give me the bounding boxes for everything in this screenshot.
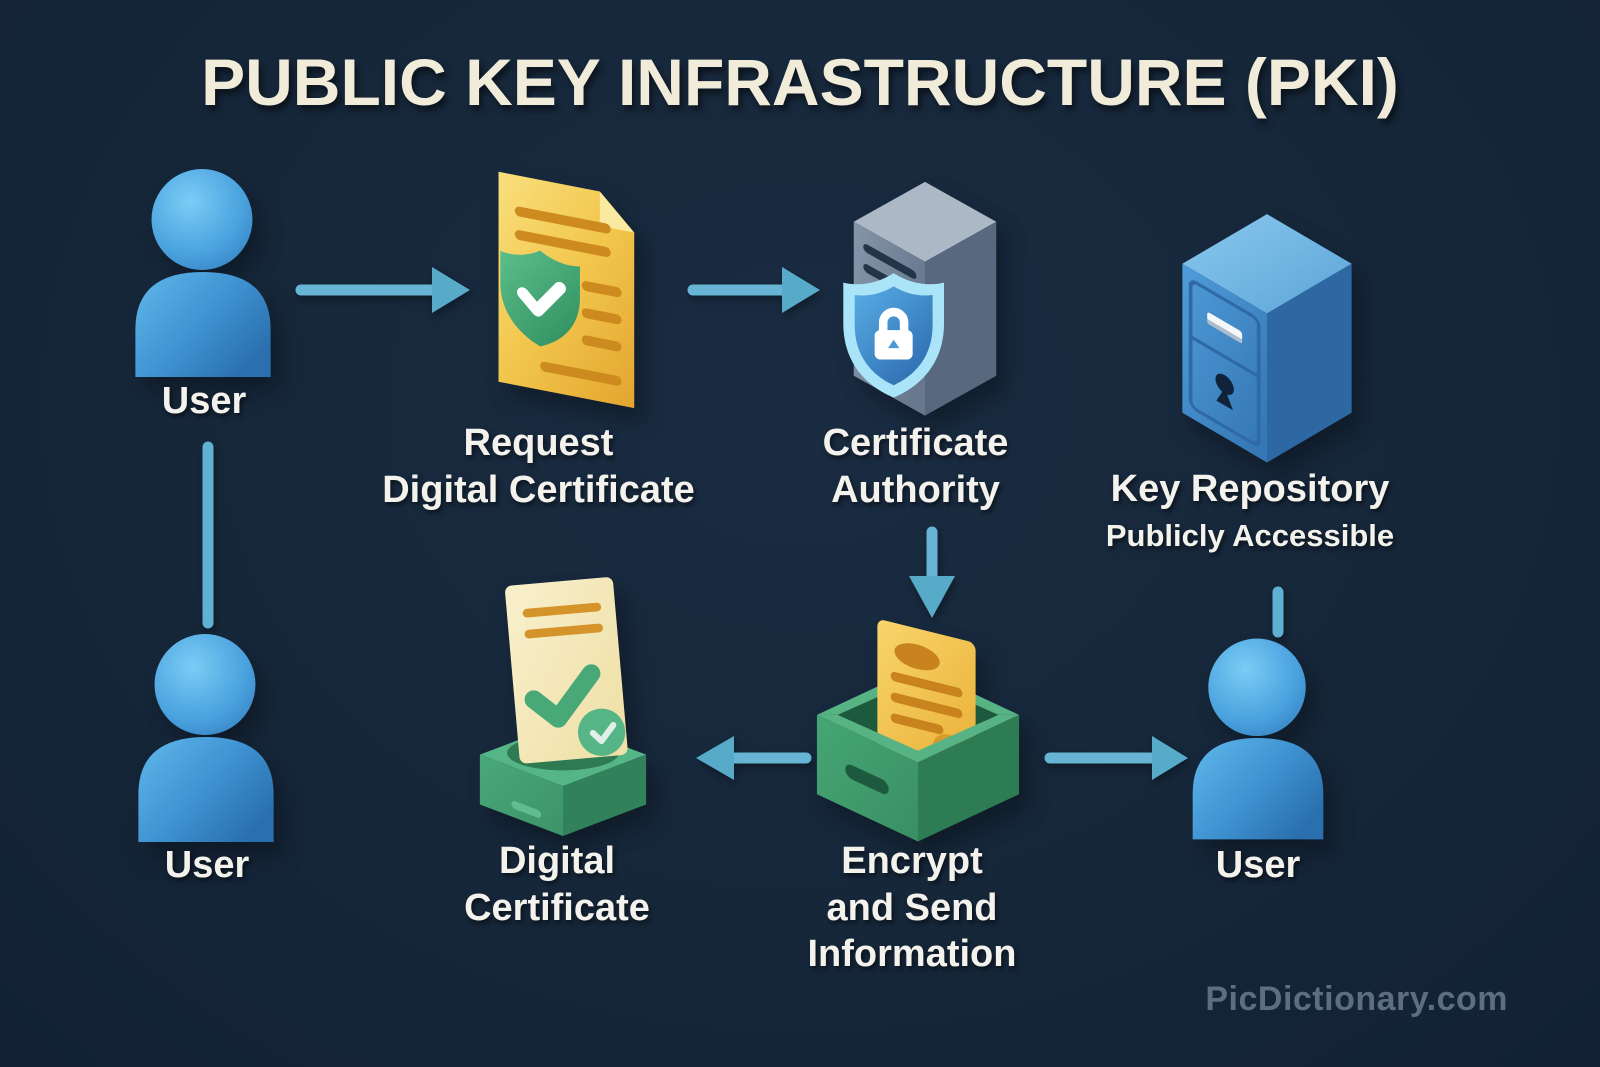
connector-repository-to-user-line <box>1272 586 1284 638</box>
user-top-label: User <box>161 380 247 422</box>
arrow-request-to-ca-icon <box>687 267 820 313</box>
ca-label-line1: Certificate <box>822 422 1009 464</box>
request-label-line2: Digital Certificate <box>382 468 695 511</box>
diagram-title: PUBLIC KEY INFRASTRUCTURE (PKI) <box>201 45 1399 119</box>
user-bottom-right-person-icon <box>1180 634 1336 842</box>
user-top-person-icon <box>122 165 284 379</box>
user-bottom-right-label: User <box>1215 844 1301 886</box>
digital-certificate-tray-icon <box>458 558 668 848</box>
ca-label-line2: Authority <box>831 468 1000 511</box>
certificate-authority-server-icon <box>830 158 1020 430</box>
encrypt-send-label-line2: and Send <box>826 886 998 929</box>
digital-certificate-label-line1: Digital <box>498 840 616 882</box>
user-bottom-left-person-icon <box>125 630 287 844</box>
request-certificate-label: Request Digital Certificate <box>316 420 761 513</box>
request-label-line1: Request <box>463 422 614 464</box>
encrypt-send-label: Encrypt and Send Information <box>762 838 1062 978</box>
digital-certificate-label-line2: Certificate <box>464 886 650 929</box>
request-digital-certificate-icon <box>475 148 665 420</box>
key-repository-label-line: Key Repository <box>1110 468 1390 510</box>
key-repository-safe-icon <box>1152 192 1382 468</box>
encrypt-send-label-line3: Information <box>807 933 1017 976</box>
digital-certificate-label: Digital Certificate <box>407 838 707 931</box>
encrypt-send-box-icon <box>798 594 1038 849</box>
certificate-authority-label: Certificate Authority <box>738 420 1093 513</box>
watermark: PicDictionary.com <box>1205 980 1508 1018</box>
arrow-ca-to-encrypt-icon <box>909 526 955 618</box>
arrow-encrypt-to-user-icon <box>1044 736 1188 780</box>
arrow-encrypt-to-certificate-icon <box>696 736 812 780</box>
connector-user-to-user-line <box>202 441 214 629</box>
user-bottom-left-label: User <box>164 844 250 886</box>
arrow-user-to-request-icon <box>295 267 470 313</box>
encrypt-send-label-line1: Encrypt <box>841 840 983 882</box>
key-repository-sublabel: Publicly Accessible <box>1105 517 1395 553</box>
key-repository-label: Key Repository Publicly Accessible <box>1085 466 1415 555</box>
